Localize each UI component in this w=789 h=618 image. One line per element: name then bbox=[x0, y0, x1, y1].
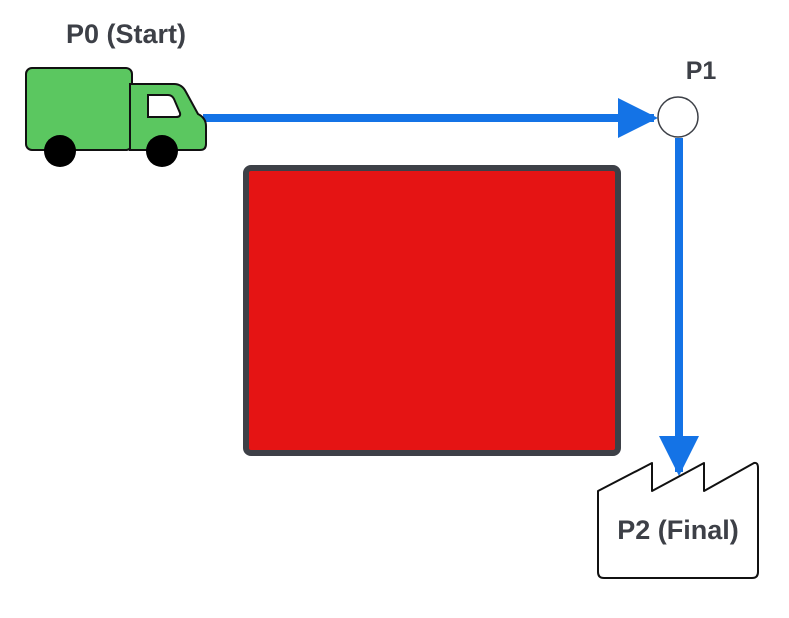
obstacle-block bbox=[243, 165, 621, 456]
waypoint-label: P1 bbox=[686, 57, 717, 85]
truck-icon bbox=[25, 67, 207, 167]
start-label: P0 (Start) bbox=[66, 19, 186, 49]
factory-icon bbox=[597, 461, 759, 579]
final-label: P2 (Final) bbox=[617, 515, 739, 545]
waypoint-node-p1 bbox=[657, 96, 699, 138]
